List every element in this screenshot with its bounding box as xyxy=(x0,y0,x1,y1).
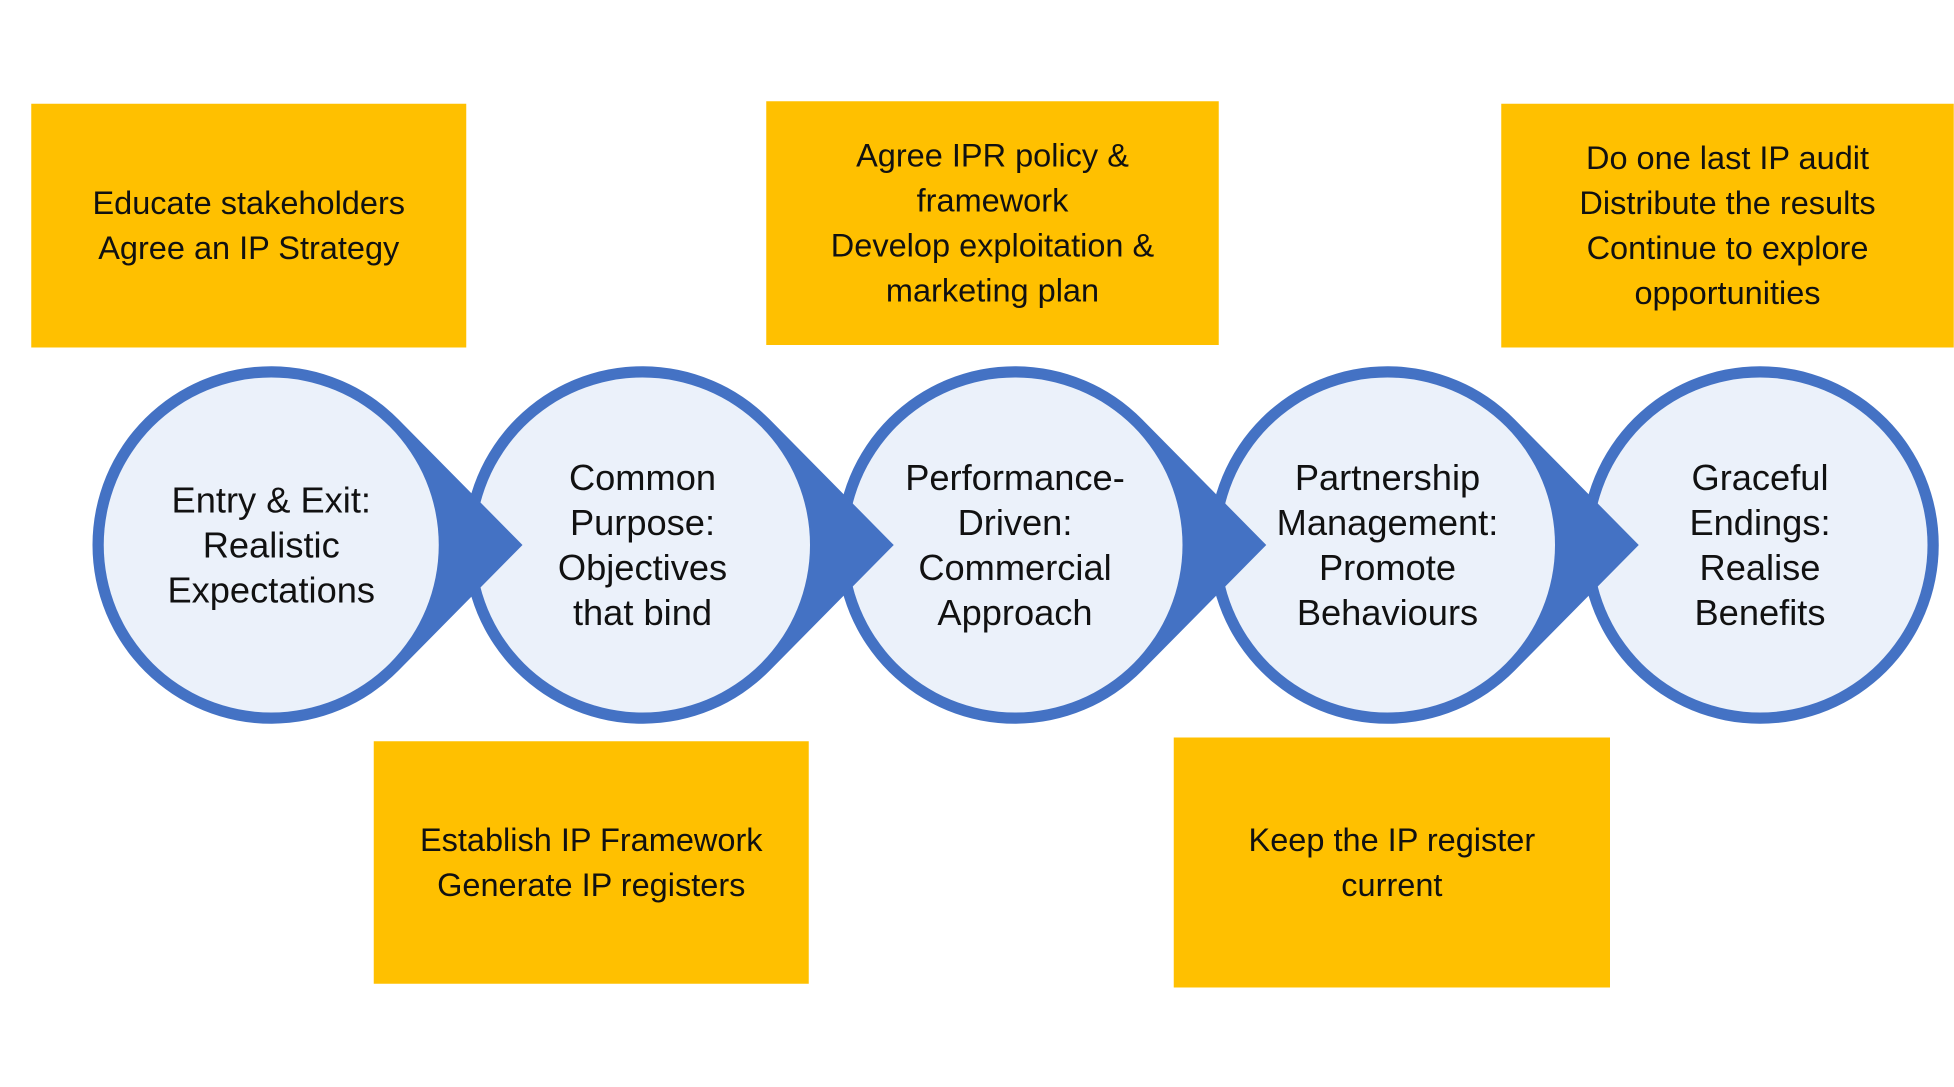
circle-fill xyxy=(103,377,439,713)
stage-label-line: Commercial xyxy=(918,547,1111,588)
action-box-line: Develop exploitation & xyxy=(831,228,1155,264)
stage-label-line: Entry & Exit: xyxy=(172,480,371,521)
action-box-line: Continue to explore xyxy=(1587,230,1869,266)
action-box-line: marketing plan xyxy=(886,273,1099,309)
circle-fill xyxy=(847,377,1183,713)
stage-label-line: Expectations xyxy=(167,570,375,611)
stage-label-line: Graceful xyxy=(1692,457,1829,498)
stage-node xyxy=(92,366,523,724)
stage-label-line: Driven: xyxy=(958,502,1073,543)
action-box-line: Generate IP registers xyxy=(437,867,745,903)
stage-label-line: Behaviours xyxy=(1297,592,1478,633)
stage-node xyxy=(836,366,1267,724)
action-box-line: Distribute the results xyxy=(1579,185,1875,221)
action-box-background xyxy=(373,741,809,984)
action-box-line: current xyxy=(1341,867,1442,903)
action-box-background xyxy=(1173,737,1610,988)
action-box-line: Do one last IP audit xyxy=(1586,140,1869,176)
action-box-line: Agree an IP Strategy xyxy=(98,230,400,266)
stage-label-line: Approach xyxy=(937,592,1092,633)
stage-label-line: Realise xyxy=(1700,547,1821,588)
stage-label-line: Management: xyxy=(1277,502,1499,543)
stage-node xyxy=(463,366,894,724)
circle-fill xyxy=(1592,377,1928,713)
action-box-line: Educate stakeholders xyxy=(92,185,405,221)
action-box-line: Agree IPR policy & xyxy=(856,138,1129,174)
stage-label-line: Realistic xyxy=(203,525,340,566)
stage-label-line: Purpose: xyxy=(570,502,715,543)
action-box-line: opportunities xyxy=(1634,275,1820,311)
action-box-background xyxy=(1501,103,1954,348)
stage-label-line: Endings: xyxy=(1689,502,1830,543)
action-box: Keep the IP register current xyxy=(1173,737,1610,988)
action-box-line: Establish IP Framework xyxy=(420,822,763,858)
stage-label-line: that bind xyxy=(573,592,712,633)
stage-label-line: Performance- xyxy=(905,457,1125,498)
circle-fill xyxy=(1220,377,1555,713)
stage-label-line: Benefits xyxy=(1695,592,1826,633)
stage-label-line: Objectives xyxy=(558,547,727,588)
stage-label-line: Common xyxy=(569,457,716,498)
circle-fill xyxy=(475,377,810,713)
action-box-line: Keep the IP register xyxy=(1249,822,1536,858)
action-box-background xyxy=(766,101,1219,345)
stage-label-line: Partnership xyxy=(1295,457,1480,498)
stage-label-line: Promote xyxy=(1319,547,1456,588)
action-box-background xyxy=(31,103,467,348)
stage-node xyxy=(1581,366,1939,724)
action-box-line: framework xyxy=(917,183,1069,219)
stage-node xyxy=(1208,366,1639,724)
